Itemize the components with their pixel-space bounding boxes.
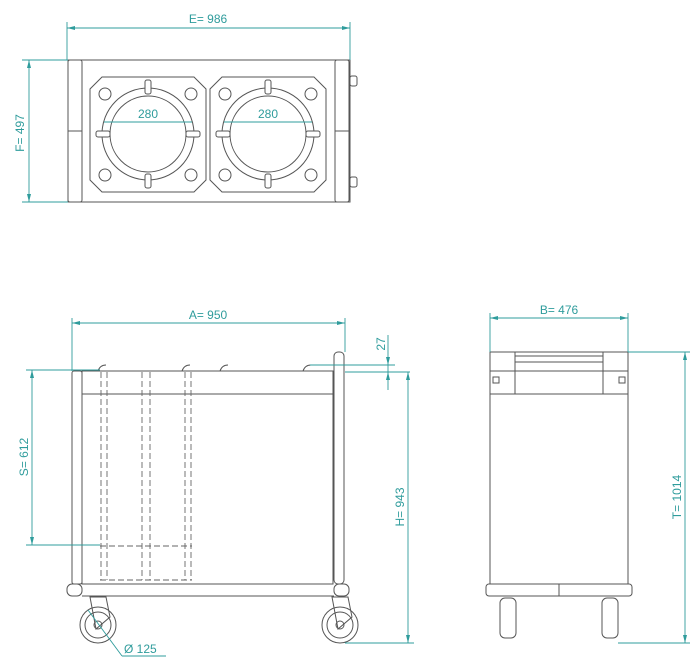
dimension-s-label: S= 612: [17, 437, 31, 476]
dimension-27-label: 27: [374, 337, 388, 351]
front-view: A= 950 27 S= 612 H= 943 Ø 125: [17, 308, 414, 657]
side-view: B= 476 T= 1014: [485, 303, 690, 644]
dimension-e-label: E= 986: [189, 12, 228, 26]
dimension-h-label: H= 943: [393, 487, 407, 526]
dimension-a-label: A= 950: [189, 308, 228, 322]
top-view: 280 280 E= 986 F= 497: [13, 12, 358, 203]
dimension-t-label: T= 1014: [670, 474, 684, 519]
wheel-diameter-label: Ø 125: [124, 642, 157, 656]
dimension-b-label: B= 476: [540, 303, 579, 317]
dimension-f-label: F= 497: [13, 114, 27, 152]
tube-diameter-left-label: 280: [138, 107, 158, 121]
tube-diameter-right-label: 280: [258, 107, 278, 121]
